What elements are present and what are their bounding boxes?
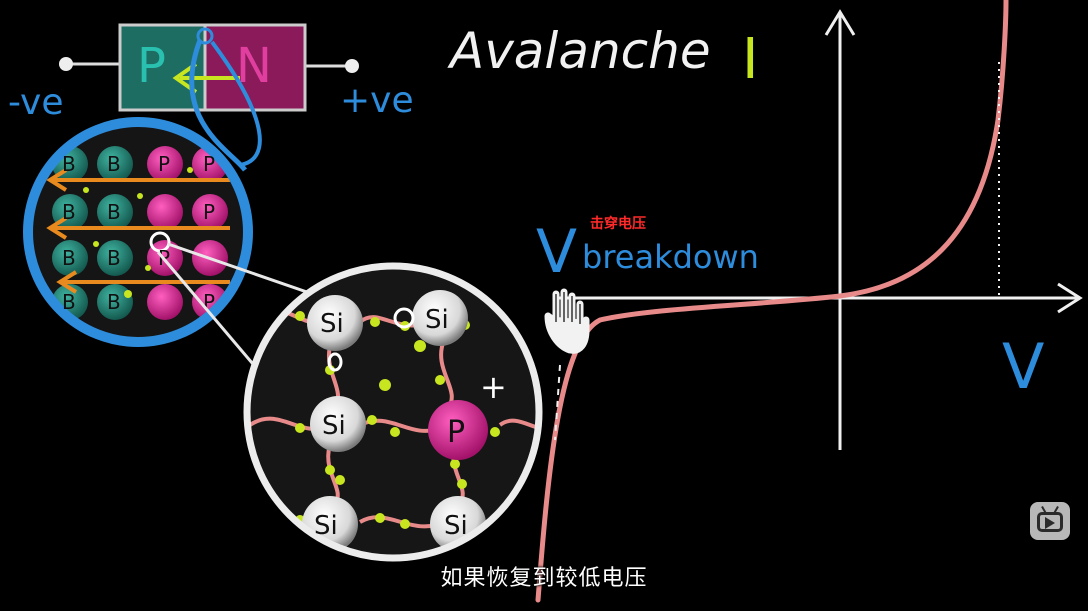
title-avalanche: Avalanche bbox=[447, 22, 711, 80]
atom-label-si: Si bbox=[314, 511, 338, 541]
atom-label-b: B bbox=[107, 200, 121, 224]
crystal-zoom-circle bbox=[23, 117, 253, 347]
atom-label-b: B bbox=[107, 290, 121, 314]
atom-label-p: P bbox=[203, 200, 215, 224]
lattice-zoom-circle bbox=[243, 262, 543, 562]
current-axis-label: I bbox=[742, 27, 759, 92]
atom-label-b: B bbox=[62, 152, 76, 176]
terminal-positive: +ve bbox=[340, 80, 414, 121]
video-subtitle: 如果恢复到较低电压 bbox=[440, 566, 648, 591]
atom-label-b: B bbox=[62, 290, 76, 314]
atom-label-p: P bbox=[158, 152, 170, 176]
diode-p-label: P bbox=[137, 38, 166, 94]
atom-label-p: P bbox=[203, 152, 215, 176]
atom-label-b: B bbox=[62, 246, 76, 270]
atom-label-si: Si bbox=[425, 305, 449, 335]
breakdown-sub: breakdown bbox=[582, 238, 759, 276]
atom-label-b: B bbox=[107, 152, 121, 176]
danmaku-overlay: 击穿电压 bbox=[590, 216, 646, 232]
hand-cursor-icon bbox=[544, 288, 590, 354]
terminal-negative: -ve bbox=[8, 82, 63, 123]
atom-label-si: Si bbox=[320, 309, 344, 339]
atom-label-si: Si bbox=[322, 411, 346, 441]
breakdown-v: V bbox=[536, 217, 577, 287]
atom-label-si: Si bbox=[444, 511, 468, 541]
atom-label-b: B bbox=[107, 246, 121, 270]
plus-sign: + bbox=[480, 368, 507, 406]
breakdown-dashed bbox=[554, 364, 561, 441]
atom-label-p: P bbox=[447, 415, 465, 450]
bilibili-tv-icon[interactable] bbox=[1030, 502, 1070, 540]
atom-label-b: B bbox=[62, 200, 76, 224]
iv-curve bbox=[535, 0, 1009, 603]
voltage-axis-label: V bbox=[1002, 330, 1044, 403]
diode-schematic: P N bbox=[59, 23, 359, 112]
